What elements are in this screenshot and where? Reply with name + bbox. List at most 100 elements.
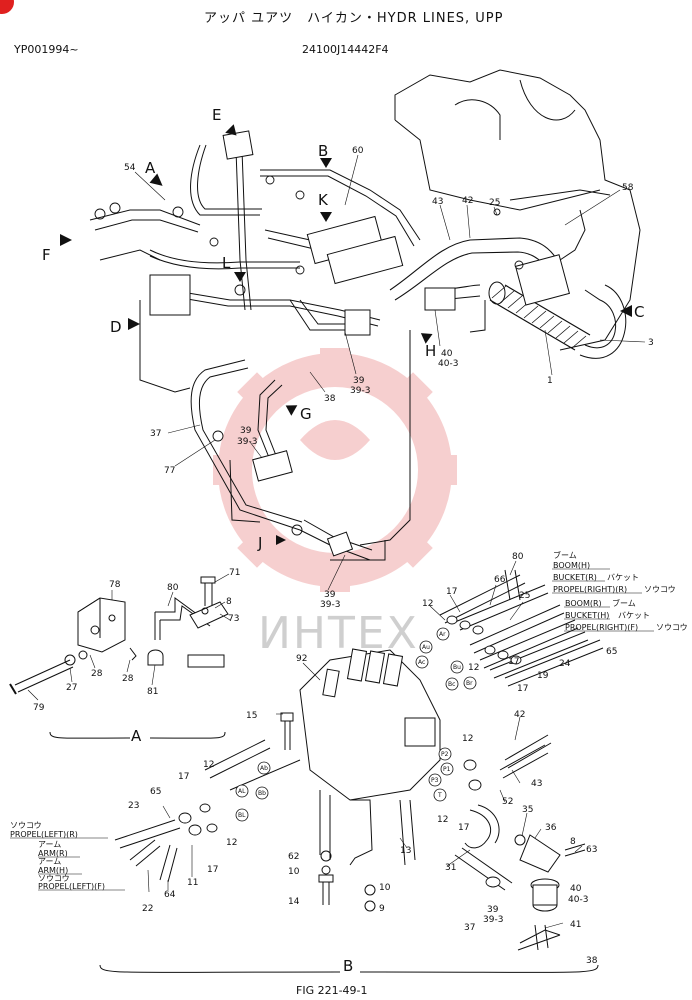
- callout-a-27: 27: [66, 683, 77, 693]
- view-b-label: B: [343, 957, 353, 975]
- view-letter-k: K: [318, 191, 329, 209]
- callout-39-3: 39-3: [350, 386, 370, 396]
- callout-b-17-b: 17: [508, 657, 519, 667]
- port-al: AL: [238, 788, 246, 795]
- view-b-callouts: 92 80 66 17 25 12 12 17 17 19 24 65 15 4…: [128, 552, 617, 975]
- callout-40-3: 40-3: [438, 359, 458, 369]
- callout-b-39-3: 39-3: [483, 915, 503, 925]
- callout-b-12-d: 12: [437, 815, 448, 825]
- callout-b-38: 38: [586, 956, 598, 966]
- port-t: T: [437, 792, 442, 799]
- callout-b-40-3: 40-3: [568, 895, 588, 905]
- callout-a-8: 8: [226, 597, 232, 607]
- callout-b-14: 14: [288, 897, 300, 907]
- callout-b-23: 23: [128, 801, 139, 811]
- view-a: [9, 573, 231, 739]
- hose-bucket-r: BUCKET(R): [553, 573, 597, 582]
- hose-propel-left-r-jp: ソウコウ: [10, 821, 42, 830]
- callout-b-43: 43: [531, 779, 542, 789]
- callout-37: 37: [150, 429, 161, 439]
- hose-propel-right-f-jp: ソウコウ: [656, 623, 688, 632]
- port-au: Au: [422, 644, 430, 651]
- hose-boom-h-jp: ブーム: [553, 550, 577, 560]
- view-letter-e: E: [212, 106, 221, 124]
- hose-propel-left-f: PROPEL(LEFT)(F): [38, 882, 105, 891]
- hose-propel-left-r: PROPEL(LEFT)(R): [10, 830, 78, 839]
- callout-3: 3: [648, 338, 654, 348]
- port-br: Br: [466, 680, 473, 687]
- callout-b-65-left: 65: [150, 787, 161, 797]
- view-letter-d: D: [110, 318, 122, 336]
- callout-b-15: 15: [246, 711, 257, 721]
- callout-43: 43: [432, 197, 443, 207]
- callout-a-71: 71: [229, 568, 240, 578]
- callout-54: 54: [124, 163, 136, 173]
- callout-b-12-c: 12: [462, 734, 473, 744]
- callout-b-8: 8: [570, 837, 576, 847]
- view-b-port-labels: Au Ar Bu Br Ac Bc Ab Bb AL BL P2 P1 P3 T: [238, 631, 473, 819]
- port-p2: P2: [441, 751, 449, 758]
- hose-boom-h: BOOM(H): [553, 561, 590, 570]
- callout-39-c: 39: [324, 590, 336, 600]
- port-bb: Bb: [258, 790, 266, 797]
- view-letters: E A B K F L D H C G J: [42, 106, 644, 552]
- engine-outline: [139, 69, 641, 561]
- callout-b-65: 65: [606, 647, 617, 657]
- callout-b-24: 24: [559, 659, 571, 669]
- hose-boom-r: BOOM(R): [565, 599, 602, 608]
- callout-b-66: 66: [494, 575, 506, 585]
- view-letter-j: J: [257, 534, 262, 552]
- callout-b-39: 39: [487, 905, 499, 915]
- hose-propel-left-f-jp: ソウコウ: [38, 874, 70, 883]
- callout-60: 60: [352, 146, 364, 156]
- figure-number: FIG 221-49-1: [296, 984, 368, 997]
- callout-b-62: 62: [288, 852, 299, 862]
- callout-b-13: 13: [400, 846, 411, 856]
- top-callouts: 54 60 58 43 42 25 3 1 40 40-3 39 39-3 38…: [124, 146, 654, 610]
- port-bl: BL: [238, 812, 246, 819]
- hose-bucket-h-jp: バケット: [618, 611, 650, 620]
- callout-77: 77: [164, 466, 175, 476]
- callout-b-17-left-b: 17: [207, 865, 218, 875]
- callout-b-19: 19: [537, 671, 549, 681]
- callout-25: 25: [489, 198, 500, 208]
- callout-58: 58: [622, 183, 634, 193]
- callout-40: 40: [441, 349, 453, 359]
- hose-boom-r-jp: ブーム: [612, 598, 636, 608]
- hose-bucket-r-jp: バケット: [607, 573, 639, 582]
- view-letter-h: H: [425, 342, 436, 360]
- port-bc: Bc: [448, 681, 455, 688]
- callout-a-79: 79: [33, 703, 45, 713]
- view-b-fitting-cluster: [178, 615, 522, 888]
- hose-bucket-h: BUCKET(H): [565, 611, 609, 620]
- port-p3: P3: [431, 777, 439, 784]
- view-b-ports: [235, 627, 477, 822]
- callout-a-28-b: 28: [122, 674, 134, 684]
- callout-a-81: 81: [147, 687, 158, 697]
- valve-blocks: [149, 130, 571, 557]
- hose-propel-right-r: PROPEL(RIGHT)(R): [553, 585, 627, 594]
- view-a-label: A: [131, 727, 142, 745]
- callout-b-12-b: 12: [468, 663, 479, 673]
- page-title: アッパ ユアツ ハイカン・HYDR LINES, UPP: [204, 11, 504, 26]
- view-letter-f: F: [42, 246, 51, 264]
- hose-propel-right-f: PROPEL(RIGHT)(F): [565, 623, 638, 632]
- callout-b-80: 80: [512, 552, 524, 562]
- callout-a-78: 78: [109, 580, 121, 590]
- watermark-text: ИНТЕХ: [258, 608, 419, 659]
- fittings: [94, 175, 524, 536]
- callout-1: 1: [547, 376, 553, 386]
- callout-b-42: 42: [514, 710, 525, 720]
- callout-b-52: 52: [502, 797, 513, 807]
- callout-b-22: 22: [142, 904, 153, 914]
- control-valve-92: [299, 648, 441, 866]
- callout-b-17-c: 17: [517, 684, 528, 694]
- callout-b-17: 17: [446, 587, 457, 597]
- callout-b-11: 11: [187, 878, 198, 888]
- callout-b-12-left-b: 12: [226, 838, 237, 848]
- callout-39: 39: [353, 376, 365, 386]
- view-letter-b: B: [318, 142, 328, 160]
- callout-b-36: 36: [545, 823, 557, 833]
- callout-a-80: 80: [167, 583, 179, 593]
